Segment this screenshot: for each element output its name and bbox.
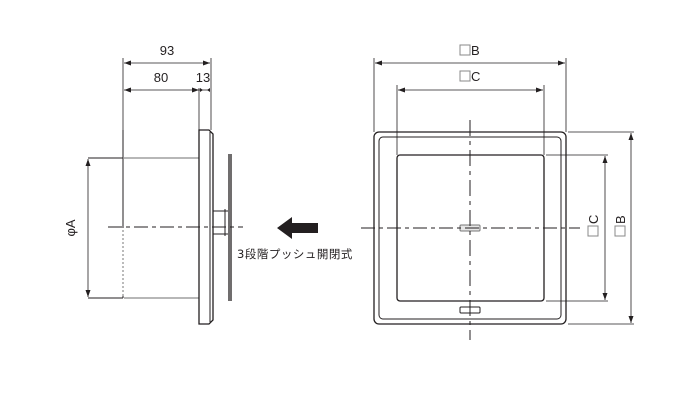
dimension-diameter: φA bbox=[63, 159, 91, 297]
dim-total-label: 93 bbox=[160, 43, 174, 58]
dimension-b-side: B bbox=[568, 131, 634, 325]
dim-flange-label: 13 bbox=[196, 70, 210, 85]
front-view: B C C bbox=[361, 43, 634, 340]
dim-body-label: 80 bbox=[154, 70, 168, 85]
dimension-b-top: B bbox=[373, 43, 567, 132]
dim-inner-top-label: C bbox=[471, 69, 480, 84]
dimension-93: 93 bbox=[122, 43, 212, 156]
flange bbox=[198, 129, 214, 325]
side-view: 93 80 13 bbox=[63, 43, 243, 325]
push-annotation: 3段階プッシュ開閉式 bbox=[237, 217, 353, 261]
duct-body bbox=[88, 130, 199, 299]
dim-outer-side-label: B bbox=[613, 215, 628, 224]
caption-push-open-close: 3段階プッシュ開閉式 bbox=[237, 247, 353, 261]
dimension-80-13: 80 13 bbox=[124, 70, 210, 132]
arrow-left-icon bbox=[277, 217, 318, 239]
dimension-c-top: C bbox=[396, 69, 545, 155]
dimension-c-side: C bbox=[546, 154, 608, 302]
dim-inner-side-label: C bbox=[586, 215, 601, 224]
dim-diameter-label: φA bbox=[63, 219, 78, 236]
dim-outer-top-label: B bbox=[471, 43, 480, 58]
